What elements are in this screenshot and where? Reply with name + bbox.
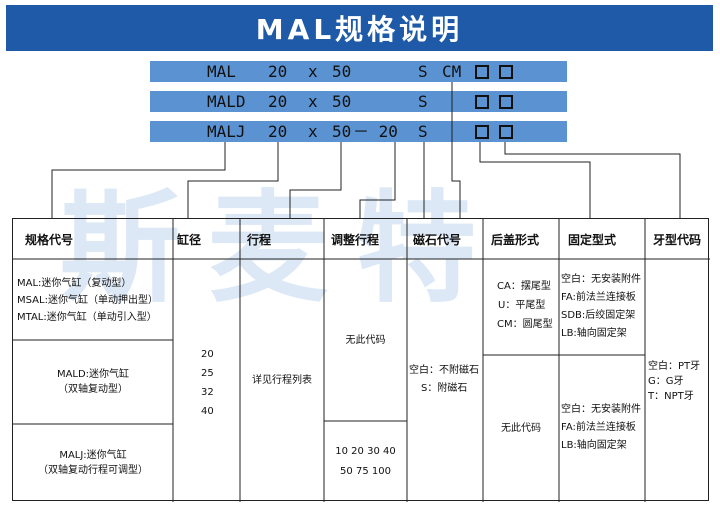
cover-none-cell: 无此代码 <box>483 355 559 502</box>
fixing-bottom-cell: 空白：无安装附件 FA:前法兰连接板 LB:轴向固定架 <box>561 401 641 455</box>
code-cover: CM <box>442 62 462 81</box>
code-stroke: 50 <box>332 92 352 111</box>
list-item: MAL:迷你气缸（复动型） <box>17 278 132 289</box>
list-item: 20 <box>201 349 214 360</box>
stroke-text: 详见行程列表 <box>252 375 312 386</box>
header-bore: 缸径 <box>177 232 202 247</box>
code-model: MAL <box>207 62 236 81</box>
code-stroke: 50 <box>332 62 352 81</box>
adjust-none-cell: 无此代码 <box>324 259 407 421</box>
spec-table: 规格代号 缸径 行程 调整行程 磁石代号 后盖形式 固定型式 牙型代码 MAL:… <box>12 218 710 502</box>
code-magnet: S <box>418 92 428 111</box>
list-item: （双轴复动型） <box>58 384 128 395</box>
list-item: LB:轴向固定架 <box>561 440 627 451</box>
list-item: SDB:后绞固定架 <box>561 310 636 321</box>
placeholder-box-thread <box>499 125 513 139</box>
list-item: MALJ:迷你气缸 <box>59 450 127 461</box>
list-item: 25 <box>201 368 214 379</box>
thread-cell: 空白：PT牙 G：G牙 T：NPT牙 <box>648 359 700 404</box>
cover-none-text: 无此代码 <box>501 423 541 434</box>
code-x: x <box>308 122 318 141</box>
code-magnet: S <box>418 122 428 141</box>
placeholder-box-fixing <box>475 125 489 139</box>
list-item: S：附磁石 <box>421 383 468 394</box>
header-thread-code: 牙型代码 <box>653 232 702 247</box>
code-bar-mal: MAL 20 x 50 S CM <box>150 61 567 82</box>
list-item: 32 <box>201 387 214 398</box>
list-item: U：平尾型 <box>498 300 546 311</box>
list-item: 50 75 100 <box>340 465 391 477</box>
bore-values: 20 25 32 40 <box>201 345 214 421</box>
stroke-cell: 详见行程列表 <box>240 259 324 502</box>
code-stroke: 50 <box>332 122 352 141</box>
placeholder-box-thread <box>499 65 513 79</box>
placeholder-box-fixing <box>475 95 489 109</box>
spec-malj-cell: MALJ:迷你气缸 （双轴复动行程可调型） <box>13 424 173 502</box>
title-banner: MAL规格说明 <box>6 5 713 51</box>
fixing-top-cell: 空白：无安装附件 FA:前法兰连接板 SDB:后绞固定架 LB:轴向固定架 <box>561 271 641 343</box>
placeholder-box-fixing <box>475 65 489 79</box>
list-item: 40 <box>201 406 214 417</box>
page-title: MAL规格说明 <box>255 13 464 46</box>
code-x: x <box>308 92 318 111</box>
list-item: MSAL:迷你气缸（单动押出型） <box>17 295 158 306</box>
code-bar-malj: MALJ 20 x 50 － 20 S <box>150 121 567 142</box>
list-item: FA:前法兰连接板 <box>561 422 636 433</box>
header-fixing-type: 固定型式 <box>568 232 617 247</box>
adjust-none-text: 无此代码 <box>345 334 386 346</box>
list-item: MTAL:迷你气缸（单动引入型） <box>17 312 157 323</box>
list-item: MALD:迷你气缸 <box>56 369 130 380</box>
code-bar-mald: MALD 20 x 50 S <box>150 91 567 112</box>
code-adjust: － 20 <box>353 122 398 141</box>
header-adjust-stroke: 调整行程 <box>331 232 380 247</box>
list-item: LB:轴向固定架 <box>561 328 627 339</box>
header-stroke: 行程 <box>247 232 272 247</box>
code-model: MALD <box>207 92 246 111</box>
code-x: x <box>308 62 318 81</box>
list-item: FA:前法兰连接板 <box>561 292 636 303</box>
code-bore: 20 <box>268 122 288 141</box>
list-item: 10 20 30 40 <box>335 445 396 457</box>
code-bore: 20 <box>268 92 288 111</box>
list-item: （双轴复动行程可调型） <box>38 465 148 476</box>
code-magnet: S <box>418 62 428 81</box>
spec-mald-cell: MALD:迷你气缸 （双轴复动型） <box>13 340 173 424</box>
magnet-cell: 空白：不附磁石 S：附磁石 <box>409 362 479 398</box>
code-model: MALJ <box>207 122 246 141</box>
list-item: CA：摆尾型 <box>497 281 551 292</box>
list-item: G：G牙 <box>648 376 684 387</box>
header-spec-code: 规格代号 <box>25 232 74 247</box>
table-grid <box>13 219 710 502</box>
list-item: 空白：无安装附件 <box>561 404 641 415</box>
list-item: 空白：不附磁石 <box>409 365 479 376</box>
list-item: CM：圆尾型 <box>497 319 553 330</box>
code-bore: 20 <box>268 62 288 81</box>
list-item: 空白：无安装附件 <box>561 274 641 285</box>
list-item: T：NPT牙 <box>648 391 694 402</box>
adjust-values-cell: 10 20 30 40 50 75 100 <box>324 421 407 502</box>
cover-types-cell: CA：摆尾型 U：平尾型 CM：圆尾型 <box>497 277 553 334</box>
placeholder-box-thread <box>499 95 513 109</box>
spec-mal-cell: MAL:迷你气缸（复动型） MSAL:迷你气缸（单动押出型） MTAL:迷你气缸… <box>17 275 158 326</box>
header-magnet-code: 磁石代号 <box>413 232 462 247</box>
header-cover-type: 后盖形式 <box>491 232 540 247</box>
list-item: 空白：PT牙 <box>648 361 701 372</box>
